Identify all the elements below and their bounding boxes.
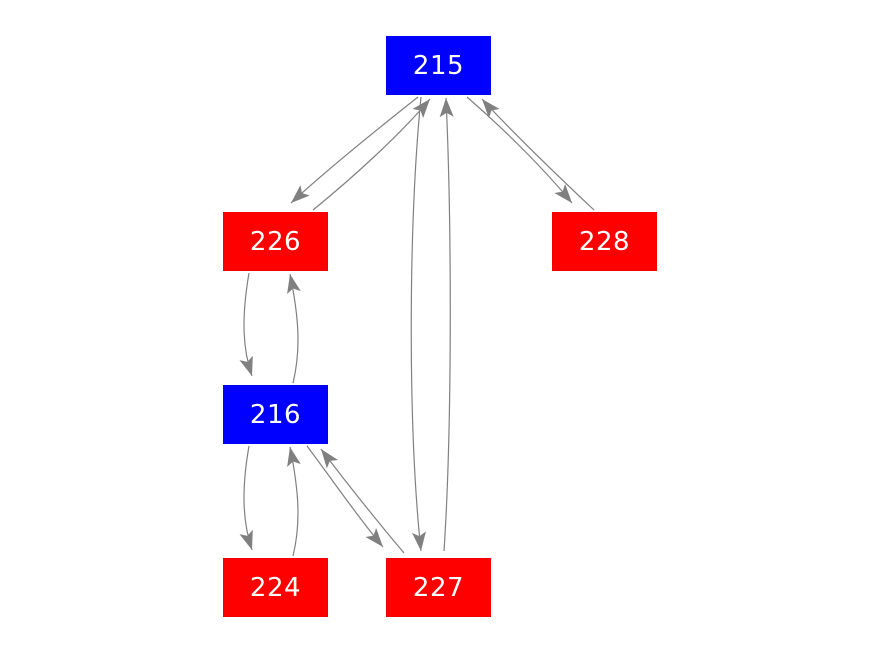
edge-line [481, 98, 595, 211]
edge-arrowhead [412, 531, 426, 551]
graph-edge-226-to-215 [312, 98, 431, 211]
node-label: 224 [249, 572, 302, 603]
graph-node-224[interactable]: 224 [223, 558, 328, 617]
graph-node-227[interactable]: 227 [386, 558, 491, 617]
edge-arrowhead [412, 99, 430, 119]
graph-edge-224-to-216 [287, 446, 301, 557]
graph-node-226[interactable]: 226 [223, 212, 328, 271]
edge-line [306, 445, 384, 548]
graph-edge-216-to-227 [306, 445, 384, 548]
node-label: 215 [412, 50, 465, 81]
edge-arrowhead [482, 99, 500, 119]
graph-node-228[interactable]: 228 [552, 212, 657, 271]
edge-arrowhead [287, 447, 301, 468]
edge-arrowhead [239, 355, 253, 376]
edge-arrowhead [321, 449, 339, 469]
edge-line [466, 96, 573, 204]
graph-edge-226-to-216 [239, 272, 253, 377]
graph-edge-227-to-216 [320, 448, 405, 554]
edge-line [312, 98, 431, 211]
graph-edge-228-to-215 [481, 98, 595, 211]
graph-node-215[interactable]: 215 [386, 36, 491, 95]
edge-line [410, 96, 422, 552]
edge-line [290, 96, 419, 204]
graph-edge-215-to-227 [410, 96, 426, 552]
edge-arrowhead [287, 274, 301, 295]
graph-edge-216-to-226 [287, 273, 301, 384]
edge-arrowhead [239, 529, 253, 550]
edge-arrowhead [439, 98, 454, 118]
edge-line [443, 97, 451, 552]
edge-line [320, 448, 405, 554]
node-label: 227 [412, 572, 465, 603]
node-label: 226 [249, 226, 302, 257]
edge-line [289, 446, 299, 557]
node-label: 216 [249, 399, 302, 430]
edge-arrowhead [291, 185, 310, 203]
graph-edge-215-to-226 [290, 96, 419, 204]
graph-edge-215-to-228 [466, 96, 573, 204]
graph-edge-227-to-215 [439, 97, 454, 552]
edge-arrowhead [554, 183, 572, 203]
node-label: 228 [578, 226, 631, 257]
edge-line [289, 273, 299, 384]
graph-node-216[interactable]: 216 [223, 385, 328, 444]
graph-edge-216-to-224 [239, 445, 253, 551]
edge-arrowhead [365, 527, 383, 547]
